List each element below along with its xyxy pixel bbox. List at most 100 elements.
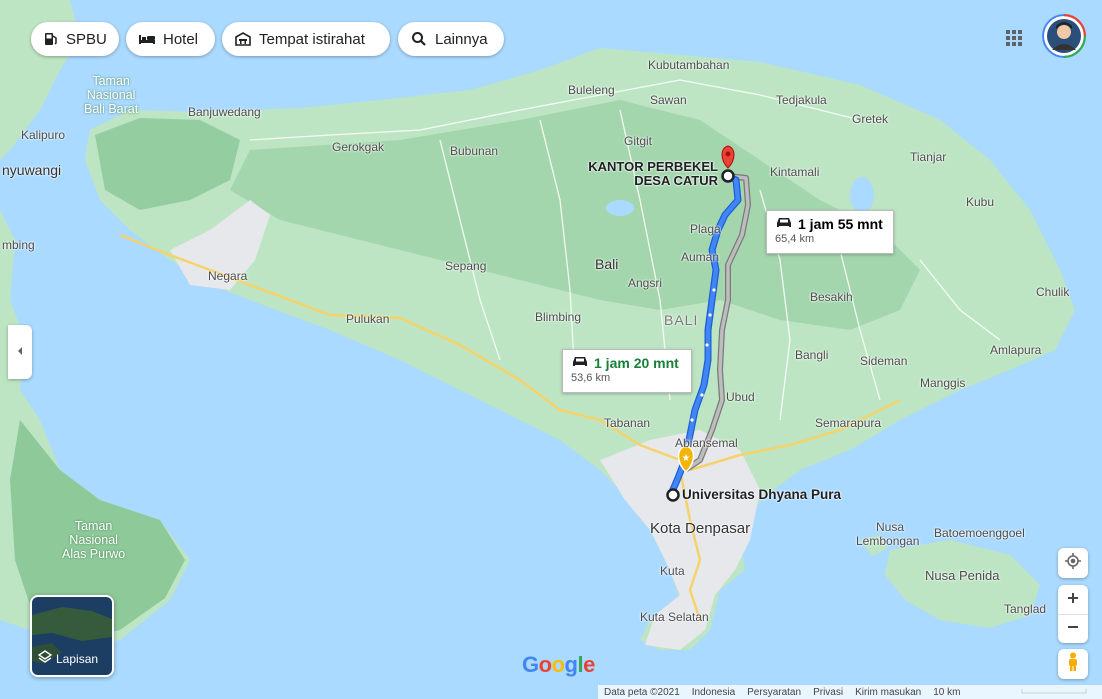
place-label: Chulik bbox=[1036, 285, 1070, 299]
place-label: Gretek bbox=[852, 112, 889, 126]
scale-label[interactable]: 10 km bbox=[933, 686, 961, 698]
search-icon bbox=[410, 30, 428, 48]
place-label: Sepang bbox=[445, 259, 487, 273]
rest-area-icon bbox=[234, 30, 252, 48]
place-label: Tanglad bbox=[1004, 602, 1047, 616]
minus-icon bbox=[1067, 620, 1079, 638]
place-label: Bubunan bbox=[450, 144, 499, 158]
place-label: Banjuwedang bbox=[188, 105, 261, 119]
map-data-attribution: Data peta ©2021 bbox=[604, 686, 680, 698]
svg-text:★: ★ bbox=[682, 453, 691, 464]
place-label: Kintamali bbox=[770, 165, 820, 179]
nusa-penida-island bbox=[885, 540, 1040, 628]
my-location-icon bbox=[1064, 552, 1082, 575]
plus-icon bbox=[1067, 591, 1079, 609]
place-label: Nusa bbox=[876, 520, 905, 534]
my-location-button[interactable] bbox=[1058, 548, 1088, 578]
chip-gas-station[interactable]: SPBU bbox=[31, 22, 119, 56]
alas-purwo-forest bbox=[10, 420, 185, 640]
place-label: Besakih bbox=[810, 290, 853, 304]
place-label: nyuwangi bbox=[2, 162, 62, 178]
car-icon bbox=[775, 215, 793, 232]
place-label: Manggis bbox=[920, 376, 966, 390]
send-feedback-link[interactable]: Kirim masukan bbox=[855, 686, 922, 698]
caret-left-icon bbox=[16, 343, 24, 361]
layers-toggle[interactable]: Lapisan bbox=[30, 595, 114, 677]
place-label: Kuta Selatan bbox=[640, 610, 709, 624]
terms-link[interactable]: Persyaratan bbox=[747, 686, 802, 698]
destination-pin-icon[interactable] bbox=[721, 145, 735, 183]
street-view-pegman-button[interactable] bbox=[1058, 649, 1088, 679]
pegman-icon bbox=[1066, 652, 1080, 677]
place-label: Ubud bbox=[726, 390, 755, 404]
place-label: Blimbing bbox=[535, 310, 582, 324]
primary-route-duration: 1 jam 20 mnt bbox=[594, 354, 679, 371]
alternate-route-duration: 1 jam 55 mnt bbox=[798, 215, 883, 232]
bali-forest bbox=[230, 100, 920, 330]
nusa-lembongan-island bbox=[860, 535, 888, 556]
apps-grid-icon[interactable] bbox=[1000, 24, 1028, 52]
place-label: Amlapura bbox=[990, 343, 1042, 357]
primary-route-distance: 53,6 km bbox=[571, 372, 611, 384]
place-label: Pulukan bbox=[346, 312, 390, 326]
place-label: Bali bbox=[595, 256, 619, 272]
place-label: Gerokgak bbox=[332, 140, 385, 154]
map-footer: Data peta ©2021 Indonesia Persyaratan Pr… bbox=[598, 685, 1102, 699]
layers-icon bbox=[37, 650, 53, 667]
chip-more[interactable]: Lainnya bbox=[398, 22, 504, 56]
lake-buyan bbox=[606, 200, 634, 216]
zoom-controls bbox=[1058, 585, 1088, 643]
place-label: Sawan bbox=[650, 93, 687, 107]
place-label: Batoemoenggoel bbox=[934, 526, 1025, 540]
place-label: Kuta bbox=[660, 564, 685, 578]
car-icon bbox=[571, 354, 589, 371]
origin-marker[interactable] bbox=[666, 488, 680, 502]
avatar[interactable] bbox=[1042, 14, 1086, 58]
alternate-route-distance: 65,4 km bbox=[775, 233, 815, 245]
place-label: Kubu bbox=[966, 195, 995, 209]
privacy-link[interactable]: Privasi bbox=[813, 686, 844, 698]
place-label: Sideman bbox=[860, 354, 908, 368]
place-label: Bangli bbox=[795, 348, 829, 362]
country-link[interactable]: Indonesia bbox=[691, 686, 736, 698]
place-label: Plaga bbox=[690, 222, 721, 236]
alternate-route-info[interactable]: 1 jam 55 mnt 65,4 km bbox=[766, 210, 894, 254]
main-road-west bbox=[119, 233, 681, 462]
place-label: Kubutambahan bbox=[648, 58, 730, 72]
place-label: Angsri bbox=[628, 276, 663, 290]
place-label: Negara bbox=[208, 269, 248, 283]
place-label: Tabanan bbox=[604, 416, 651, 430]
google-logo: Google bbox=[522, 652, 595, 677]
place-label: Tianjar bbox=[910, 150, 947, 164]
zoom-out-button[interactable] bbox=[1058, 615, 1088, 643]
chip-hotel[interactable]: Hotel bbox=[126, 22, 215, 56]
bali-barat-forest bbox=[95, 118, 240, 210]
chip-rest-area[interactable]: Tempat istirahat bbox=[222, 22, 390, 56]
place-label: Buleleng bbox=[568, 83, 615, 97]
starred-place-marker[interactable]: ★ bbox=[677, 445, 695, 474]
collapse-panel-button[interactable] bbox=[8, 325, 32, 379]
region-label: BALI bbox=[664, 312, 699, 328]
negara-urban bbox=[170, 200, 270, 290]
place-label: Semarapura bbox=[815, 416, 882, 430]
origin-label[interactable]: Universitas Dhyana Pura bbox=[682, 487, 842, 502]
place-label: Nusa Penida bbox=[925, 568, 1000, 583]
layers-label: Lapisan bbox=[56, 651, 99, 666]
main-road-south bbox=[678, 469, 702, 621]
place-label: Lembongan bbox=[856, 534, 920, 548]
place-label: Auman bbox=[681, 250, 720, 264]
zoom-in-button[interactable] bbox=[1058, 586, 1088, 615]
place-label: Kota Denpasar bbox=[650, 520, 751, 537]
gas-station-icon bbox=[43, 30, 59, 48]
place-label: Gitgit bbox=[624, 134, 653, 148]
lake-batur bbox=[850, 177, 874, 213]
place-label: Tedjakula bbox=[776, 93, 827, 107]
bed-icon bbox=[138, 30, 156, 48]
primary-route-info[interactable]: 1 jam 20 mnt 53,6 km bbox=[562, 349, 692, 393]
place-label: mbing bbox=[2, 238, 35, 252]
denpasar-urban bbox=[600, 430, 760, 650]
